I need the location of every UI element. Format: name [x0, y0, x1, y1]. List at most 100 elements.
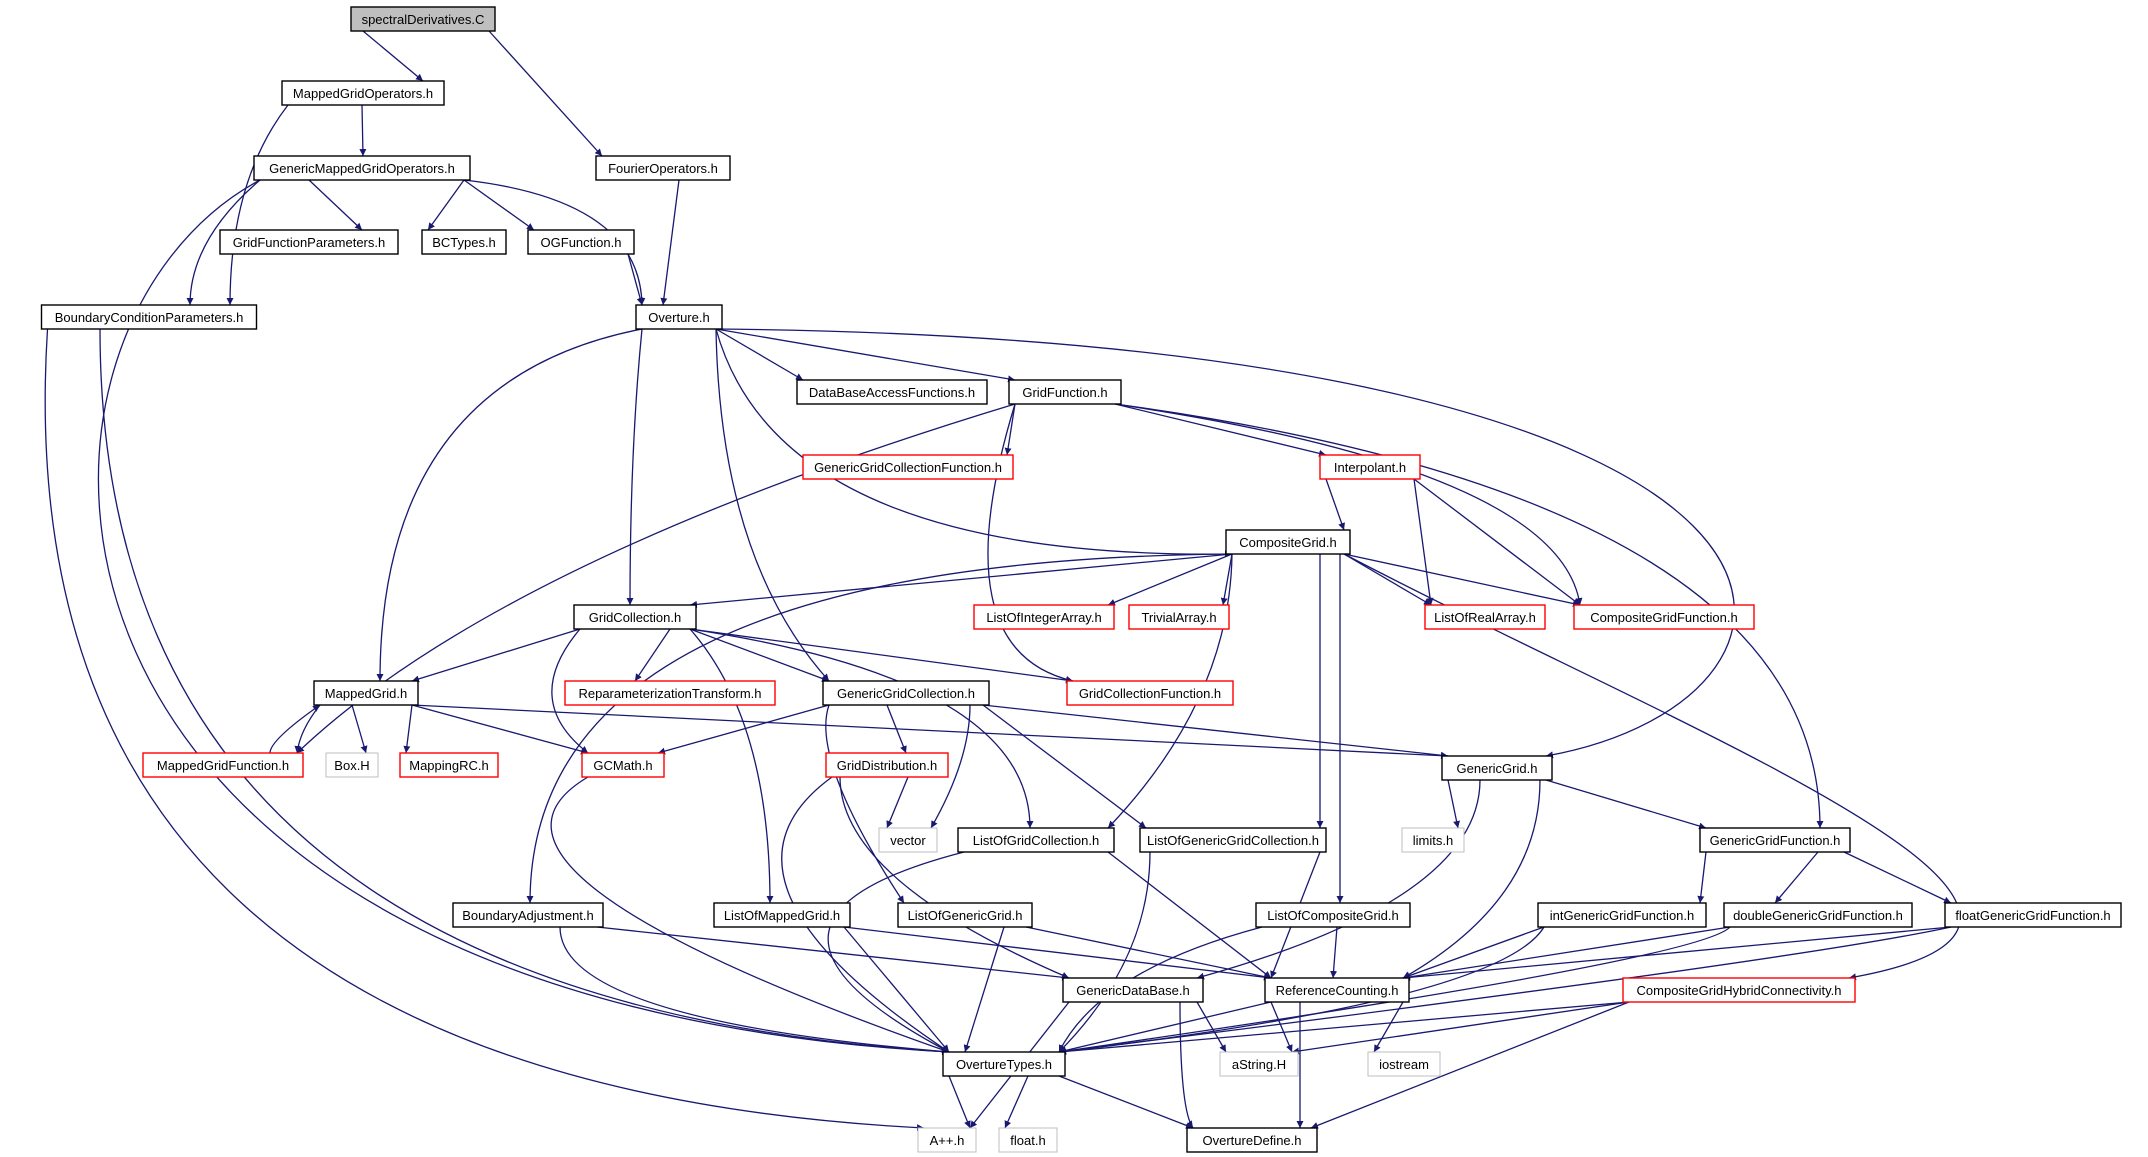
node-label: A++.h — [930, 1133, 965, 1148]
node-box — [1424, 604, 1546, 630]
node-label: intGenericGridFunction.h — [1550, 908, 1695, 923]
node-box — [1225, 529, 1351, 555]
edge-intGenericGridFunction_h-to-ReferenceCounting_h — [1402, 926, 1545, 979]
node-box — [1128, 604, 1230, 630]
edge-GenericMappedGridOperators_h-to-OGFunction_h — [463, 179, 535, 231]
node-GridDistribution_h[interactable]: GridDistribution.h — [825, 752, 949, 778]
edge-GridCollection_h-to-ListOfMappedGrid_h — [689, 628, 774, 904]
node-CompositeGridHybridConnectivity_h[interactable]: CompositeGridHybridConnectivity.h — [1622, 977, 1856, 1003]
node-box — [40, 304, 258, 330]
node-OvertureTypes_h[interactable]: OvertureTypes.h — [942, 1051, 1066, 1077]
node-TrivialArray_h[interactable]: TrivialArray.h — [1128, 604, 1230, 630]
edge-GenericGrid_h-to-ReferenceCounting_h — [1402, 779, 1541, 979]
node-box — [1723, 902, 1913, 928]
edge-CompositeGridHybridConnectivity_h-to-OvertureTypes_h — [1058, 1001, 1630, 1055]
node-box — [1441, 755, 1553, 781]
node-ReparameterizationTransform_h[interactable]: ReparameterizationTransform.h — [564, 680, 776, 706]
node-DataBaseAccessFunctions_h[interactable]: DataBaseAccessFunctions.h — [796, 379, 988, 405]
node-spectralDerivatives_C[interactable]: spectralDerivatives.C — [350, 6, 496, 32]
edge-ListOfGenericGrid_h-to-ReferenceCounting_h — [1025, 926, 1272, 980]
node-MappedGridOperators_h[interactable]: MappedGridOperators.h — [281, 80, 445, 106]
node-label: GenericGridCollectionFunction.h — [814, 460, 1002, 475]
edge-GridFunction_h-to-GenericGridFunction_h — [1114, 403, 1824, 829]
node-ListOfMappedGrid_h[interactable]: ListOfMappedGrid.h — [713, 902, 851, 928]
node-App_h: A++.h — [917, 1127, 977, 1153]
node-ListOfCompositeGrid_h[interactable]: ListOfCompositeGrid.h — [1255, 902, 1411, 928]
node-box — [825, 752, 949, 778]
node-label: limits.h — [1413, 833, 1453, 848]
node-MappedGrid_h[interactable]: MappedGrid.h — [313, 680, 419, 706]
edge-GCMath_h-to-OvertureTypes_h — [550, 776, 950, 1053]
edge-MappedGridFunction_h-to-MappedGrid_h — [269, 704, 321, 754]
node-box — [1573, 604, 1755, 630]
node-MappingRC_h[interactable]: MappingRC.h — [399, 752, 499, 778]
node-iostream: iostream — [1367, 1051, 1441, 1077]
node-FourierOperators_h[interactable]: FourierOperators.h — [595, 155, 731, 181]
node-GenericGrid_h[interactable]: GenericGrid.h — [1441, 755, 1553, 781]
edge-MappedGrid_h-to-GenericGrid_h — [411, 704, 1449, 760]
node-ListOfGenericGridCollection_h[interactable]: ListOfGenericGridCollection.h — [1139, 827, 1327, 853]
node-label: Interpolant.h — [1334, 460, 1406, 475]
node-box — [1186, 1127, 1318, 1153]
edge-GenericMappedGridOperators_h-to-BCTypes_h — [427, 179, 465, 231]
node-label: Overture.h — [648, 310, 709, 325]
edge-ListOfGenericGridCollection_h-to-OvertureTypes_h — [1058, 851, 1151, 1053]
node-ListOfGenericGrid_h[interactable]: ListOfGenericGrid.h — [897, 902, 1033, 928]
node-GridFunction_h[interactable]: GridFunction.h — [1008, 379, 1122, 405]
node-GenericGridFunction_h[interactable]: GenericGridFunction.h — [1699, 827, 1851, 853]
node-intGenericGridFunction_h[interactable]: intGenericGridFunction.h — [1537, 902, 1707, 928]
edge-ReferenceCounting_h-to-aString_H — [1270, 1001, 1293, 1053]
node-box — [973, 604, 1115, 630]
node-GridFunctionParameters_h[interactable]: GridFunctionParameters.h — [219, 229, 399, 255]
node-ListOfRealArray_h[interactable]: ListOfRealArray.h — [1424, 604, 1546, 630]
node-ListOfGridCollection_h[interactable]: ListOfGridCollection.h — [957, 827, 1115, 853]
node-BoundaryAdjustment_h[interactable]: BoundaryAdjustment.h — [452, 902, 604, 928]
node-box — [564, 680, 776, 706]
edge-CompositeGrid_h-to-ListOfIntegerArray_h — [1107, 553, 1233, 606]
edge-MappedGridOperators_h-to-GenericMappedGridOperators_h — [359, 104, 367, 157]
node-label: GridCollection.h — [589, 610, 682, 625]
node-OvertureDefine_h[interactable]: OvertureDefine.h — [1186, 1127, 1318, 1153]
node-doubleGenericGridFunction_h[interactable]: doubleGenericGridFunction.h — [1723, 902, 1913, 928]
node-label: vector — [890, 833, 926, 848]
node-Overture_h[interactable]: Overture.h — [635, 304, 723, 330]
edge-Interpolant_h-to-ListOfRealArray_h — [1413, 478, 1434, 606]
node-label: BCTypes.h — [432, 235, 496, 250]
edge-BoundaryAdjustment_h-to-OvertureTypes_h — [559, 926, 950, 1055]
edge-ListOfCompositeGrid_h-to-ReferenceCounting_h — [1330, 926, 1338, 979]
edge-GenericGridCollection_h-to-vector — [930, 704, 971, 829]
node-GridCollectionFunction_h[interactable]: GridCollectionFunction.h — [1066, 680, 1234, 706]
node-floatGenericGridFunction_h[interactable]: floatGenericGridFunction.h — [1944, 902, 2122, 928]
node-ReferenceCounting_h[interactable]: ReferenceCounting.h — [1264, 977, 1410, 1003]
edge-CompositeGridHybridConnectivity_h-to-OvertureDefine_h — [1310, 1001, 1630, 1129]
node-MappedGridFunction_h[interactable]: MappedGridFunction.h — [142, 752, 304, 778]
node-label: GridFunctionParameters.h — [233, 235, 385, 250]
node-Interpolant_h[interactable]: Interpolant.h — [1319, 454, 1421, 480]
node-label: MappedGridFunction.h — [157, 758, 289, 773]
edge-CompositeGrid_h-to-CompositeGridHybridConnectivity_h — [1343, 553, 1961, 981]
node-label: GridCollectionFunction.h — [1079, 686, 1221, 701]
node-GCMath_h[interactable]: GCMath.h — [581, 752, 665, 778]
edge-ListOfGridCollection_h-to-OvertureTypes_h — [827, 851, 965, 1053]
node-BoundaryConditionParameters_h[interactable]: BoundaryConditionParameters.h — [40, 304, 258, 330]
node-GenericMappedGridOperators_h[interactable]: GenericMappedGridOperators.h — [253, 155, 471, 181]
node-label: float.h — [1010, 1133, 1045, 1148]
node-GenericDataBase_h[interactable]: GenericDataBase.h — [1062, 977, 1204, 1003]
node-CompositeGrid_h[interactable]: CompositeGrid.h — [1225, 529, 1351, 555]
node-box — [219, 229, 399, 255]
edge-GridDistribution_h-to-vector — [886, 776, 909, 829]
node-label: CompositeGrid.h — [1239, 535, 1337, 550]
node-GridCollection_h[interactable]: GridCollection.h — [573, 604, 697, 630]
node-OGFunction_h[interactable]: OGFunction.h — [527, 229, 635, 255]
node-box — [142, 752, 304, 778]
node-ListOfIntegerArray_h[interactable]: ListOfIntegerArray.h — [973, 604, 1115, 630]
node-CompositeGridFunction_h[interactable]: CompositeGridFunction.h — [1573, 604, 1755, 630]
node-box — [313, 680, 419, 706]
node-label: aString.H — [1232, 1057, 1286, 1072]
node-GenericGridCollection_h[interactable]: GenericGridCollection.h — [822, 680, 990, 706]
node-BCTypes_h[interactable]: BCTypes.h — [421, 229, 507, 255]
edge-MappedGrid_h-to-Box_H — [351, 704, 368, 754]
edge-GenericGridCollection_h-to-ListOfGenericGridCollection_h — [982, 704, 1147, 829]
node-label: ListOfGenericGridCollection.h — [1147, 833, 1319, 848]
node-GenericGridCollectionFunction_h[interactable]: GenericGridCollectionFunction.h — [802, 454, 1014, 480]
